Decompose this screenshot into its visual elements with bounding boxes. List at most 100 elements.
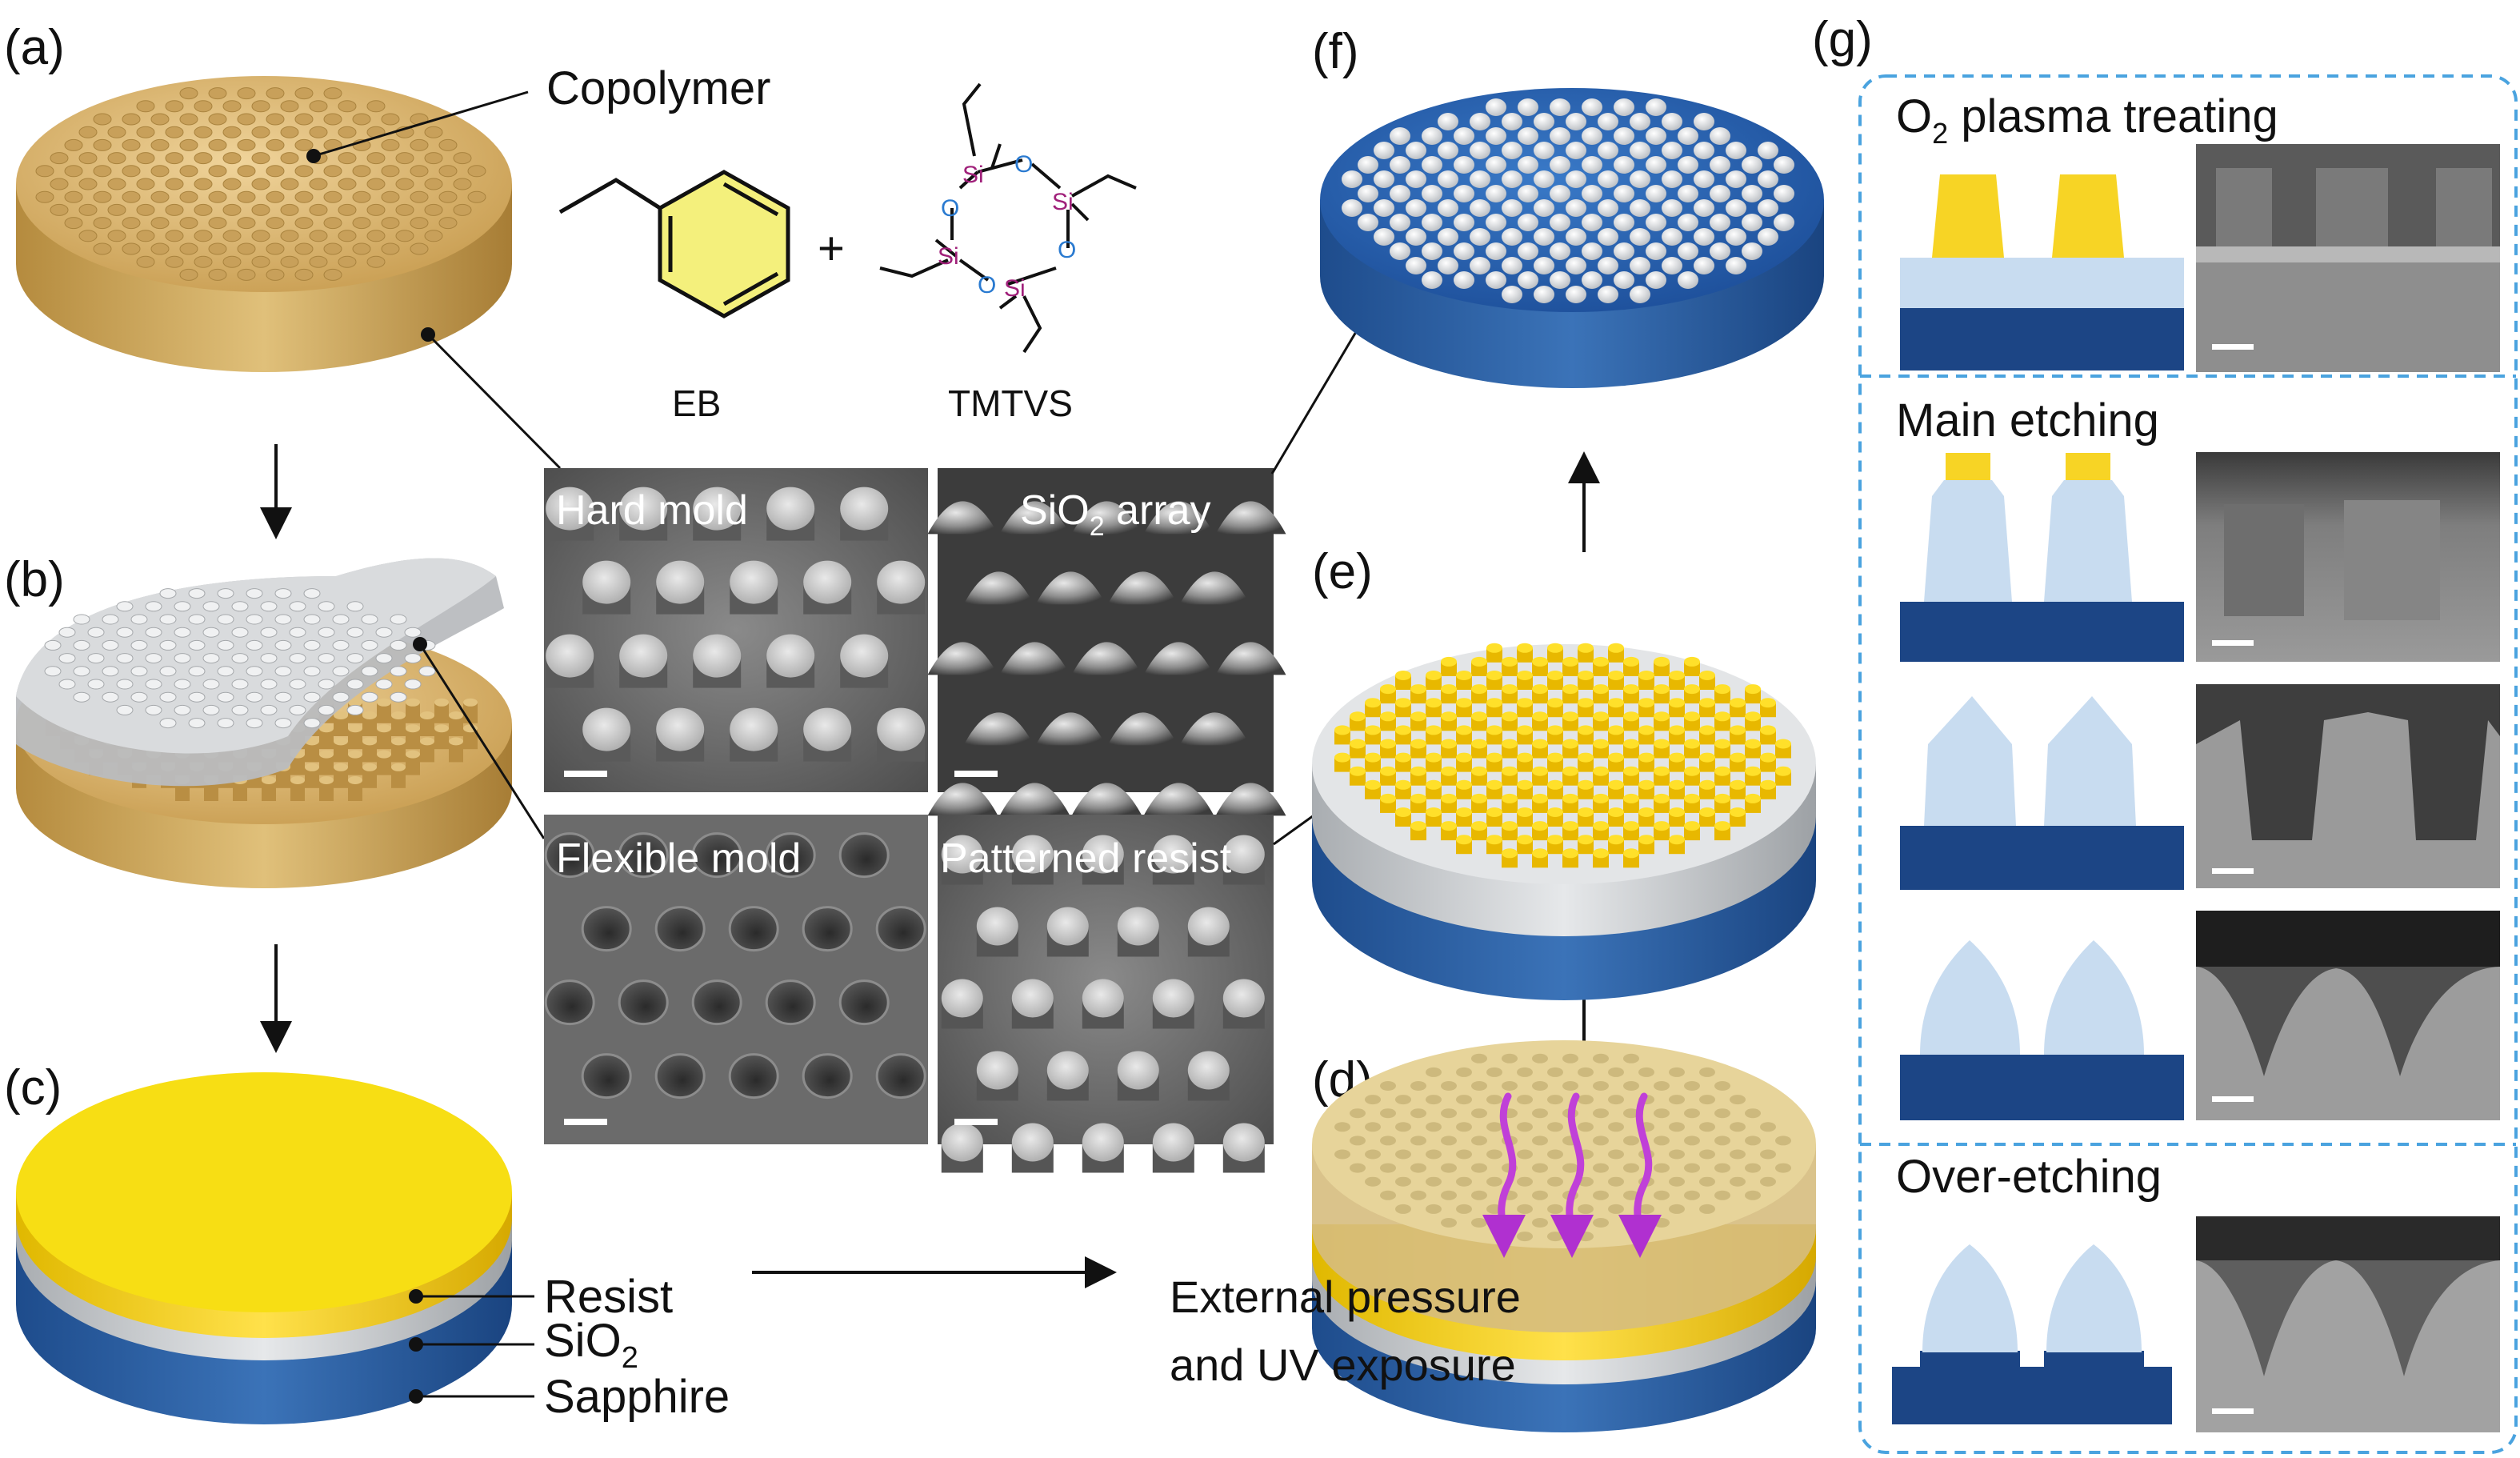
mold-bump [73, 691, 90, 703]
mold-dot [1532, 1190, 1548, 1200]
sem-pillar [803, 560, 852, 604]
dome [1630, 113, 1650, 130]
pillar-top [305, 763, 319, 771]
bump [395, 203, 414, 216]
pillar-top [449, 737, 463, 746]
resist-pillar-top [1334, 752, 1350, 763]
dome [1630, 170, 1650, 188]
mold-dot [1730, 1176, 1746, 1187]
mold-bump [202, 627, 220, 638]
sem-pillar [877, 560, 926, 604]
mold-bump [231, 704, 249, 715]
panel-label-e: (e) [1312, 544, 1373, 599]
resist-pillar-top [1745, 711, 1761, 722]
resist-pillar-top [1426, 807, 1442, 817]
sem-cone [1215, 501, 1286, 535]
sem-cross-section-main-etch-2 [2196, 684, 2500, 888]
dome [1598, 113, 1618, 130]
mold-bump [246, 691, 263, 703]
dome [1470, 257, 1490, 274]
bump [165, 152, 184, 165]
sem-cone [1143, 783, 1214, 816]
resist-pillar-top [1532, 766, 1548, 776]
mold-bump [58, 653, 76, 664]
mold-bump [130, 666, 148, 677]
tmtvs-si-3: Si [1004, 275, 1026, 302]
mold-dot [1623, 1081, 1639, 1091]
dome [1726, 257, 1746, 274]
mold-bump [260, 704, 278, 715]
sem-cone [1143, 642, 1214, 675]
bump [150, 242, 170, 255]
resist-pillar-top [1699, 698, 1715, 708]
dome [1678, 271, 1698, 289]
mold-bump [188, 639, 206, 651]
mold-bump [188, 588, 206, 599]
bump [424, 152, 443, 165]
mold-dot [1334, 1149, 1350, 1160]
bump [438, 217, 458, 230]
mold-bump [116, 704, 134, 715]
dome [1646, 185, 1666, 202]
dome [1598, 228, 1618, 246]
dome [1614, 156, 1634, 174]
resist-pillar-top [1593, 848, 1609, 859]
dome [1630, 257, 1650, 274]
mold-dot [1684, 1108, 1700, 1119]
pillar-top [319, 776, 334, 784]
bump [136, 203, 155, 216]
bump [150, 190, 170, 203]
mold-dot [1654, 1108, 1670, 1119]
mold-bump [44, 666, 62, 677]
bump [35, 165, 54, 178]
resist-pillar-top [1426, 752, 1442, 763]
dome [1614, 185, 1634, 202]
sapphire-callout: Sapphire [544, 1371, 730, 1423]
mold-dot [1684, 1136, 1700, 1146]
bump [50, 178, 69, 190]
bump [294, 217, 314, 230]
mold-dot [1593, 1053, 1609, 1063]
dome [1486, 242, 1506, 260]
bump [208, 242, 227, 255]
pillar [319, 728, 334, 750]
sem-resist-pillar [1117, 1051, 1159, 1090]
mold-bump [274, 691, 292, 703]
dome [1758, 142, 1778, 159]
bump [64, 138, 83, 151]
dome [1486, 271, 1506, 289]
sem-cross-section-over-etch [2196, 1216, 2500, 1432]
mold-dot [1730, 1149, 1746, 1160]
bump [107, 126, 126, 138]
dome [1534, 286, 1554, 303]
mold-bump [231, 653, 249, 664]
resist-pillar-top [1471, 821, 1487, 831]
resist-pillar-top [1532, 821, 1548, 831]
resist-pillar-top [1578, 752, 1594, 763]
bump [222, 230, 242, 242]
resist-pillar-top [1547, 643, 1563, 653]
dome [1582, 156, 1602, 174]
sem-cone [1179, 712, 1250, 746]
mold-dot [1486, 1122, 1502, 1132]
mold-dot [1441, 1218, 1457, 1228]
bump [136, 230, 155, 242]
mold-dot [1669, 1122, 1685, 1132]
mold-dot [1745, 1190, 1761, 1200]
resist-pillar-top [1441, 684, 1457, 695]
mold-bump [289, 601, 306, 612]
dome [1534, 228, 1554, 246]
scale-bar [564, 771, 607, 777]
bump [50, 203, 69, 216]
pillar-top [406, 724, 420, 733]
dome [1550, 98, 1570, 116]
bump [266, 242, 285, 255]
dome [1422, 156, 1442, 174]
bump [251, 126, 270, 138]
mold-bump [260, 653, 278, 664]
mold-bump [260, 601, 278, 612]
sem-resist-pillar [1011, 1123, 1054, 1162]
resist-pillar-top [1745, 684, 1761, 695]
bump [179, 165, 198, 178]
resist-pillar-top [1760, 725, 1776, 735]
